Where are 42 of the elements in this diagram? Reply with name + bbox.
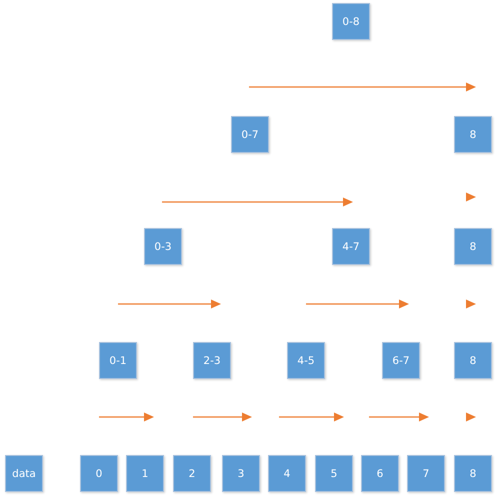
- block-label: 8: [470, 354, 476, 366]
- block-label: 2-3: [203, 354, 221, 366]
- block-label: 4-5: [297, 354, 315, 366]
- block-label: 3: [238, 468, 244, 480]
- block-label: 4: [284, 468, 290, 480]
- block-label: 0-1: [109, 354, 127, 366]
- array-block: [332, 228, 370, 265]
- array-block: [5, 455, 43, 492]
- array-block: [454, 455, 492, 492]
- array-block: [144, 228, 182, 265]
- array-block: [99, 342, 137, 379]
- block-label: 8: [470, 468, 476, 480]
- block-label: 6-7: [392, 354, 410, 366]
- array-block: [382, 342, 420, 379]
- array-block: [268, 455, 306, 492]
- block-label: 0-8: [342, 16, 360, 28]
- block-label: 0: [96, 468, 102, 480]
- array-block: [454, 116, 492, 153]
- array-block: [361, 455, 399, 492]
- array-block: [80, 455, 118, 492]
- array-block: [407, 455, 445, 492]
- array-block: [231, 116, 269, 153]
- block-label: 8: [470, 128, 476, 140]
- block-label: 0-3: [154, 240, 172, 252]
- block-label: 1: [142, 468, 148, 480]
- block-label: 8: [470, 240, 476, 252]
- block-label: 4-7: [342, 240, 360, 252]
- block-label: 7: [422, 468, 430, 480]
- array-block: [315, 455, 353, 492]
- array-block: [454, 342, 492, 379]
- array-block: [454, 228, 492, 265]
- block-label: 6: [376, 468, 384, 480]
- block-label: 0-7: [241, 128, 259, 140]
- array-block: [126, 455, 164, 492]
- block-label: 5: [330, 468, 338, 480]
- block-label: 2: [188, 468, 196, 480]
- array-block: [173, 455, 211, 492]
- array-block: [287, 342, 325, 379]
- array-block: [193, 342, 231, 379]
- array-block: [222, 455, 260, 492]
- array-block: [332, 3, 370, 40]
- block-label: data: [12, 468, 36, 480]
